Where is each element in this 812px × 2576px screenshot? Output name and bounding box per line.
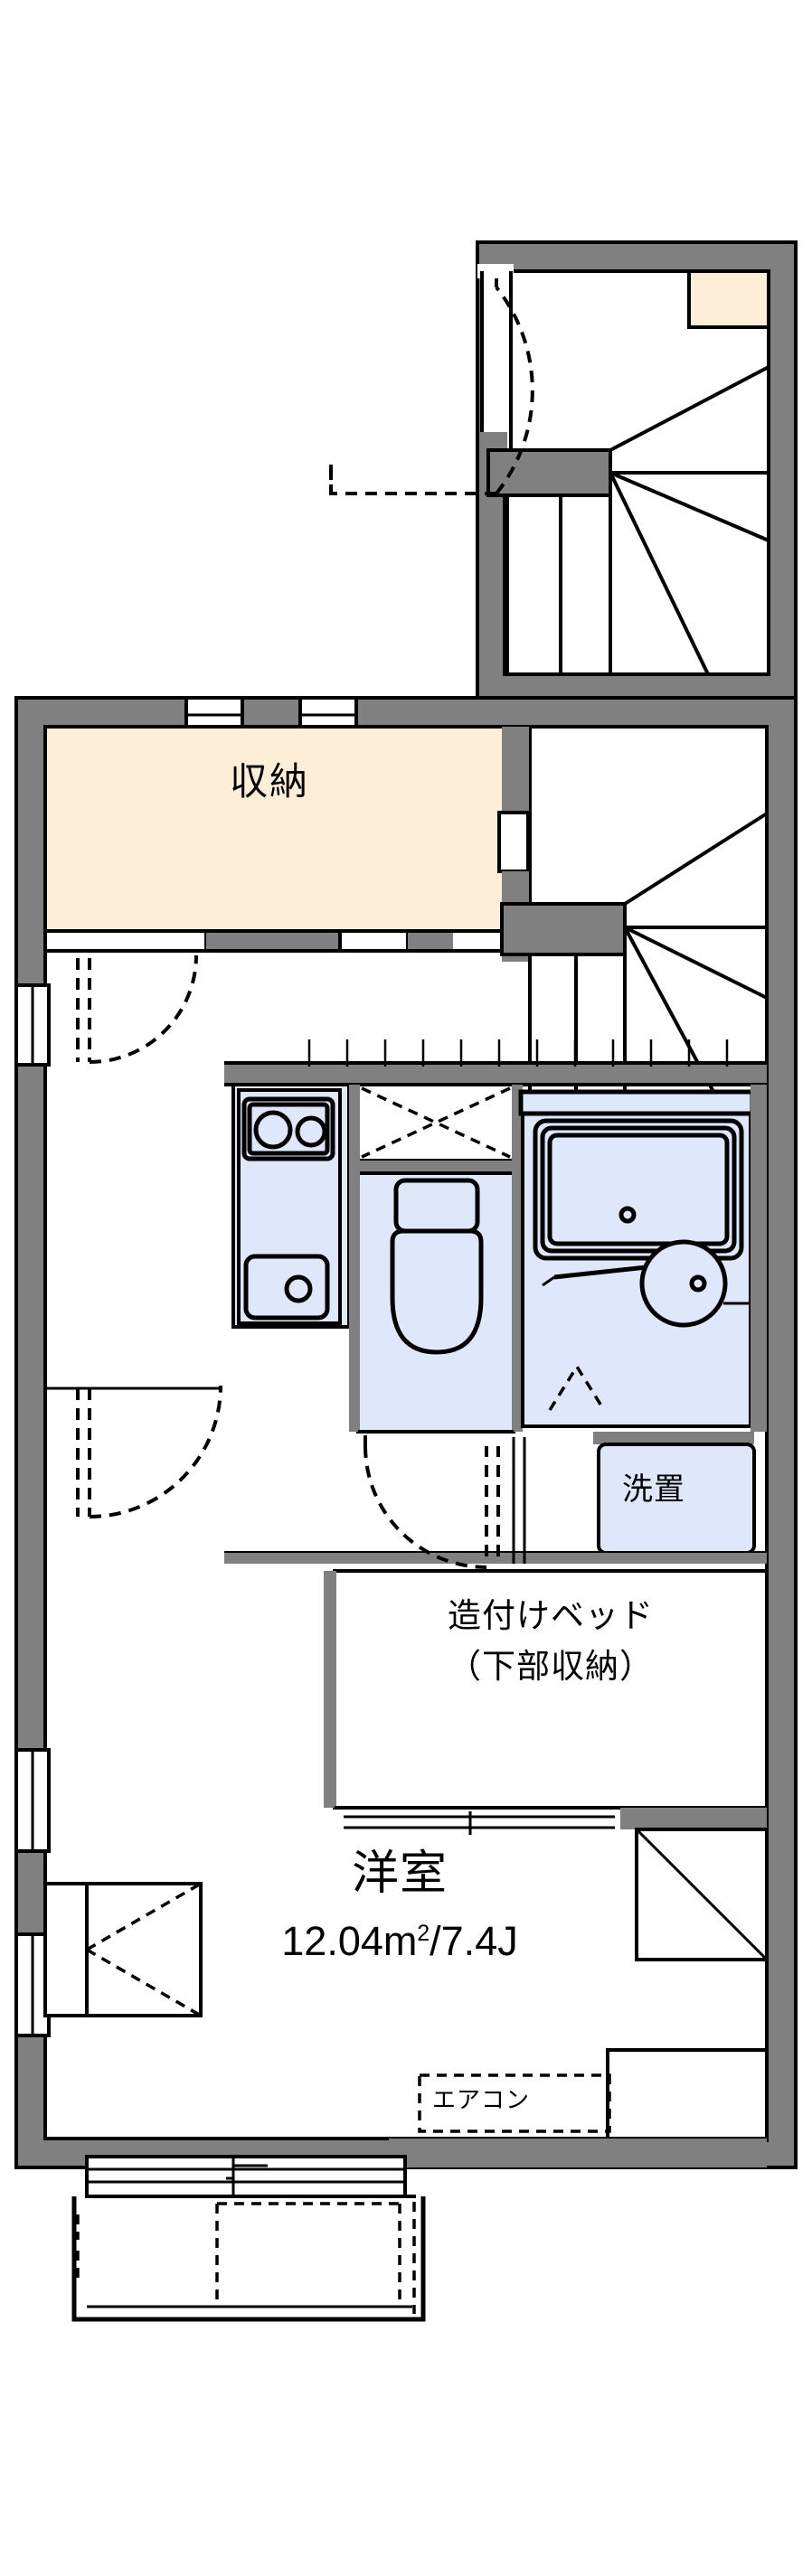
kitchen-unit bbox=[231, 1083, 351, 1329]
upper-corner-storage bbox=[687, 269, 770, 329]
balcony bbox=[71, 2196, 426, 2322]
washer-label: 洗置 bbox=[622, 1472, 685, 1507]
wet-zone-top-ticks bbox=[307, 1039, 729, 1067]
interior-door-to-room bbox=[364, 1435, 526, 1569]
stove-burner-large bbox=[253, 1110, 293, 1150]
upper-winder-stair-treads bbox=[505, 365, 770, 675]
washer-space bbox=[593, 1432, 756, 1555]
built-in-bed-label-line2: （下部収納） bbox=[448, 1648, 654, 1685]
room-area-label: 12.04m2/7.4J bbox=[210, 1920, 590, 1963]
balcony-sliding-door bbox=[45, 2137, 767, 2198]
room-area-tatami: /7.4J bbox=[430, 1918, 518, 1964]
washbasin-drain bbox=[689, 1274, 707, 1293]
upper-stairwell-section bbox=[329, 240, 798, 703]
stove-burner-small bbox=[295, 1115, 327, 1148]
room-area-superscript: 2 bbox=[417, 1922, 430, 1946]
corner-cabinet-lower-right bbox=[606, 2048, 769, 2142]
upper-stair-landing-wall bbox=[486, 448, 612, 497]
stair-landing-wall bbox=[500, 902, 627, 956]
main-floor-section bbox=[14, 696, 798, 2322]
toilet-room bbox=[349, 1083, 523, 1434]
air-conditioner-label: エアコン bbox=[432, 2086, 531, 2113]
corner-cabinet-upper-right bbox=[635, 1828, 769, 1961]
toilet-tank bbox=[393, 1178, 480, 1234]
sink-drain bbox=[284, 1274, 313, 1303]
room-area-number: 12.04 bbox=[281, 1918, 383, 1964]
built-in-bed bbox=[324, 1569, 769, 1835]
entry-door-left-lower bbox=[45, 1385, 222, 1518]
room-area-unit: m bbox=[382, 1918, 418, 1964]
air-conditioner-box bbox=[418, 2073, 611, 2133]
room-name-label: 洋室 bbox=[351, 1847, 448, 1900]
upper-entry-door bbox=[329, 278, 534, 495]
bathtub-drain bbox=[618, 1206, 637, 1224]
left-wall-windows bbox=[14, 983, 51, 2037]
built-in-bed-label-line1: 造付けベッド bbox=[448, 1597, 654, 1634]
storage-label: 収納 bbox=[230, 760, 310, 803]
wet-zone bbox=[224, 1039, 767, 1564]
storage-doors bbox=[43, 929, 526, 953]
bathroom bbox=[518, 1085, 767, 1432]
entry-door-left-upper bbox=[76, 954, 198, 1064]
toilet-bowl bbox=[390, 1228, 484, 1355]
storage-closet bbox=[43, 725, 528, 933]
left-closet-unit bbox=[43, 1882, 203, 2017]
washbasin bbox=[639, 1239, 728, 1328]
